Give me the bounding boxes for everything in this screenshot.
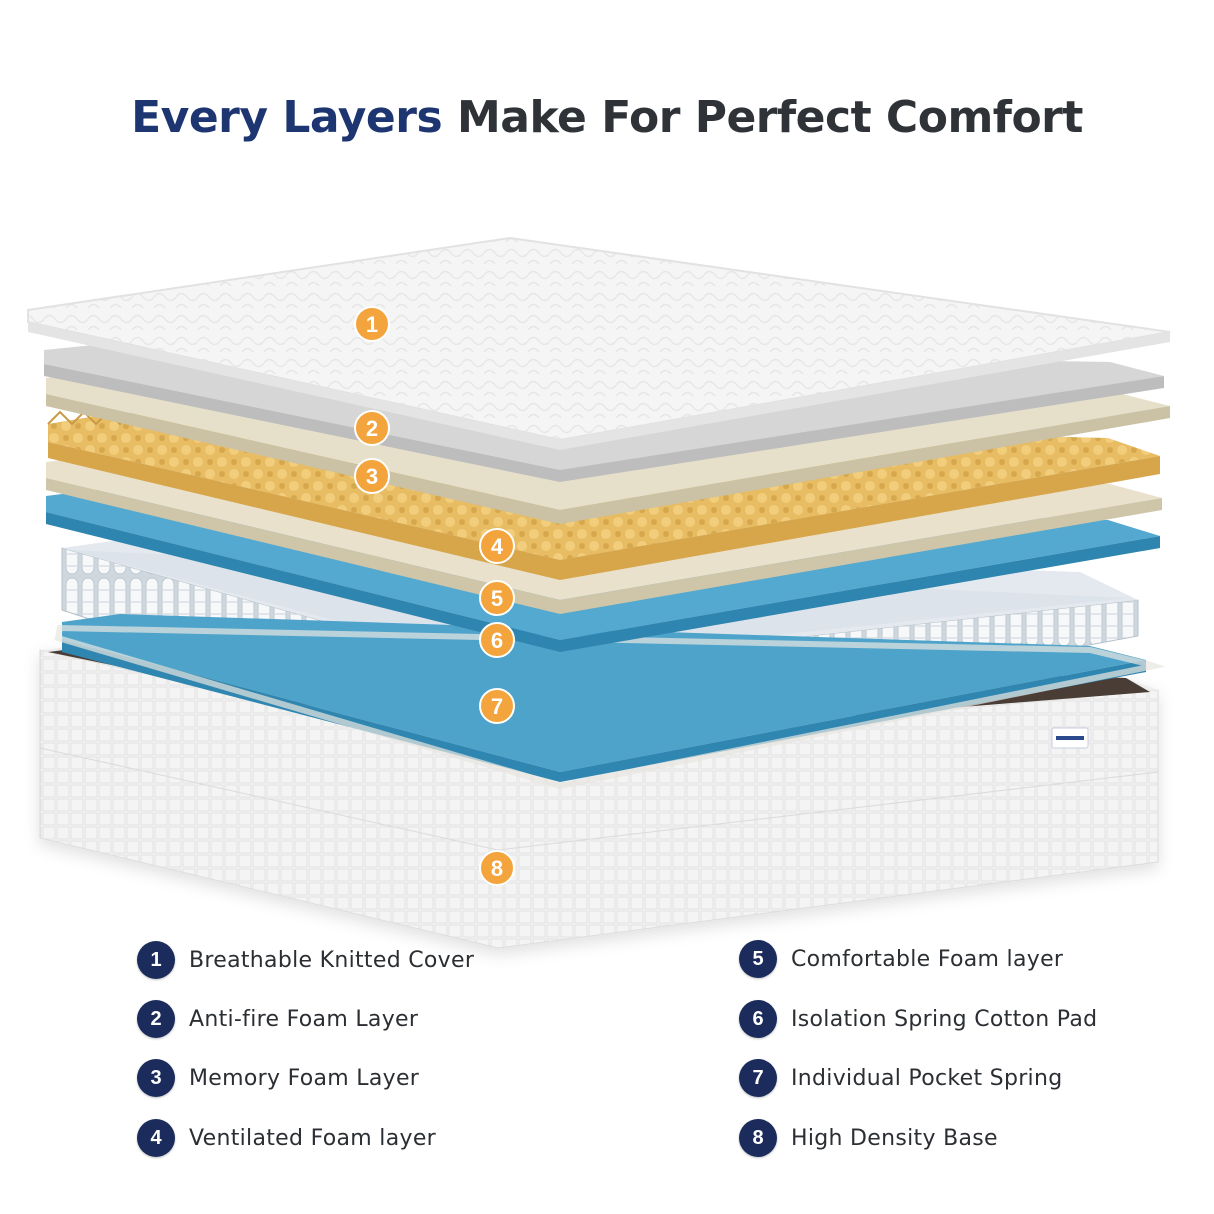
legend-badge-4: 4 [137,1119,175,1157]
marker-4: 4 [479,528,515,564]
headline: Every Layers Make For Perfect Comfort [0,92,1214,143]
legend-item-4: 4 Ventilated Foam layer [137,1118,436,1158]
legend-label-7: Individual Pocket Spring [791,1065,1063,1091]
svg-text:2: 2 [366,416,378,441]
legend-label-5: Comfortable Foam layer [791,946,1064,972]
svg-text:8: 8 [491,856,503,881]
legend-label-6: Isolation Spring Cotton Pad [791,1006,1098,1032]
legend-label-4: Ventilated Foam layer [189,1125,436,1151]
legend-item-1: 1 Breathable Knitted Cover [137,940,474,980]
legend-badge-3: 3 [137,1059,175,1097]
marker-3: 3 [354,458,390,494]
layer-1-knitted-cover [27,236,1171,450]
marker-7: 7 [479,688,515,724]
legend-item-3: 3 Memory Foam Layer [137,1058,419,1098]
legend-badge-5: 5 [739,940,777,978]
legend-item-7: 7 Individual Pocket Spring [739,1058,1062,1098]
legend-badge-8: 8 [739,1119,777,1157]
marker-8: 8 [479,850,515,886]
svg-text:6: 6 [491,628,503,653]
svg-text:5: 5 [491,586,503,611]
legend-item-6: 6 Isolation Spring Cotton Pad [739,999,1097,1039]
legend-badge-6: 6 [739,1000,777,1038]
marker-2: 2 [354,410,390,446]
legend-label-3: Memory Foam Layer [189,1065,420,1091]
svg-text:3: 3 [366,464,378,489]
legend-label-8: High Density Base [791,1125,998,1151]
headline-rest: Make For Perfect Comfort [456,92,1083,143]
legend-item-5: 5 Comfortable Foam layer [739,939,1063,979]
marker-1: 1 [354,306,390,342]
legend-badge-1: 1 [137,941,175,979]
layer-6-cotton-pad [54,614,1166,790]
legend-label-2: Anti-fire Foam Layer [189,1006,419,1032]
marker-5: 5 [479,580,515,616]
legend-label-1: Breathable Knitted Cover [189,947,475,973]
legend-item-2: 2 Anti-fire Foam Layer [137,999,418,1039]
svg-text:4: 4 [491,534,504,559]
legend-badge-7: 7 [739,1059,777,1097]
legend-item-8: 8 High Density Base [739,1118,998,1158]
headline-accent: Every Layers [131,92,443,143]
svg-text:1: 1 [366,312,378,337]
svg-text:7: 7 [491,694,503,719]
legend-badge-2: 2 [137,1000,175,1038]
marker-6: 6 [479,622,515,658]
